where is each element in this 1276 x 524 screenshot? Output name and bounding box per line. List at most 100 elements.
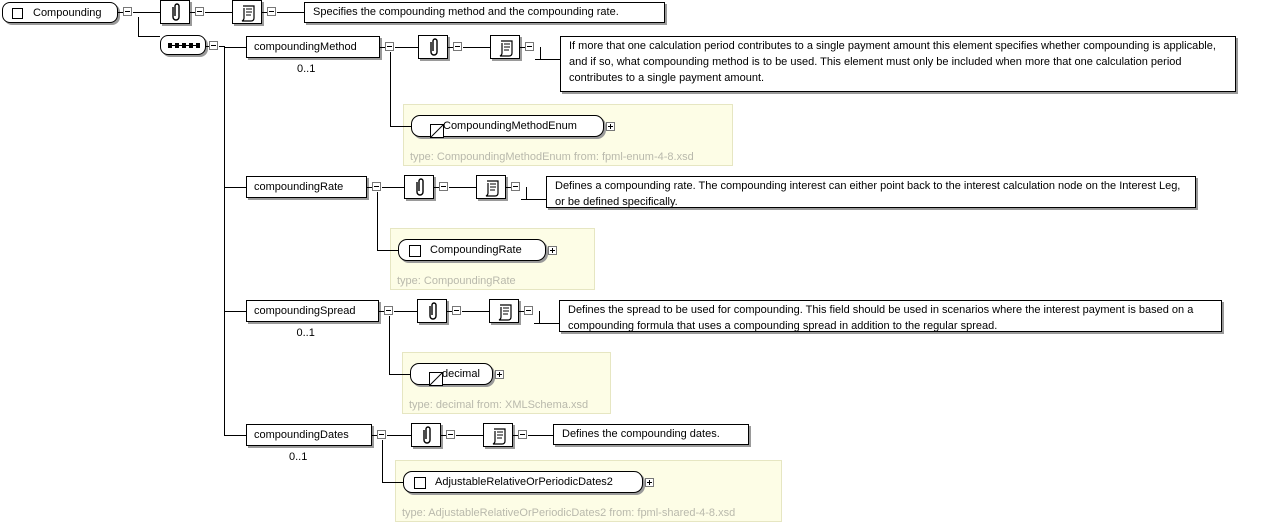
connector-line — [535, 59, 560, 60]
collapse-button[interactable] — [372, 182, 381, 191]
connector-line — [224, 46, 225, 436]
collapse-button[interactable] — [384, 306, 393, 315]
connector-line — [389, 374, 410, 375]
documentation-text: Defines a compounding rate. The compound… — [546, 176, 1196, 208]
element-compoundingRate[interactable]: compoundingRate — [246, 176, 367, 198]
element-compoundingMethod[interactable]: compoundingMethod — [246, 36, 380, 58]
connector-line — [506, 187, 511, 188]
type-reference-decimal[interactable]: decimal — [410, 363, 493, 386]
complex-type-icon — [414, 477, 426, 489]
type-reference-AdjustableRelativeOrPeriodicDates2[interactable]: AdjustableRelativeOrPeriodicDates2 — [403, 471, 643, 493]
element-compoundingSpread[interactable]: compoundingSpread — [246, 300, 379, 322]
paperclip-icon[interactable] — [411, 423, 441, 447]
connector-line — [224, 311, 246, 312]
paperclip-icon[interactable] — [417, 299, 447, 323]
connector-line — [520, 47, 525, 48]
documentation-text: If more that one calculation period cont… — [560, 36, 1236, 92]
occurrence-label: 0..1 — [296, 327, 315, 339]
collapse-button[interactable] — [525, 42, 534, 51]
occurrence-label: 0..1 — [297, 63, 316, 75]
sequence-dots — [168, 43, 200, 48]
expand-button[interactable] — [606, 122, 615, 131]
connector-line — [224, 435, 246, 436]
scroll-icon[interactable] — [489, 299, 519, 323]
connector-line — [377, 250, 398, 251]
connector-line — [519, 311, 524, 312]
type-reference-label: CompoundingRate — [430, 244, 522, 256]
type-info-label: type: AdjustableRelativeOrPeriodicDates2… — [402, 507, 736, 519]
connector-line — [521, 199, 546, 200]
connector-line — [138, 36, 160, 37]
type-reference-CompoundingMethodEnum[interactable]: CompoundingMethodEnum — [411, 115, 604, 138]
connector-line — [372, 435, 377, 436]
connector-line — [526, 187, 527, 199]
connector-line — [463, 47, 490, 48]
connector-line — [390, 52, 391, 126]
collapse-button[interactable] — [385, 42, 394, 51]
connector-line — [367, 187, 372, 188]
type-reference-CompoundingRate[interactable]: CompoundingRate — [398, 239, 546, 261]
connector-line — [447, 311, 452, 312]
scroll-icon[interactable] — [476, 175, 506, 199]
connector-line — [394, 311, 417, 312]
connector-line — [262, 12, 267, 13]
connector-line — [456, 435, 483, 436]
connector-line — [534, 323, 559, 324]
connector-line — [540, 47, 541, 59]
paperclip-icon[interactable] — [160, 0, 190, 24]
complex-type-icon — [409, 245, 421, 257]
type-info-label: type: CompoundingMethodEnum from: fpml-e… — [410, 151, 694, 163]
connector-line — [379, 311, 384, 312]
connector-line — [539, 311, 540, 323]
expand-button[interactable] — [645, 478, 654, 487]
complex-type-icon — [12, 8, 23, 19]
element-label: compoundingRate — [254, 181, 344, 193]
collapse-button[interactable] — [267, 7, 276, 16]
collapse-button[interactable] — [195, 7, 204, 16]
occurrence-label: 0..1 — [289, 451, 308, 463]
connector-line — [434, 187, 439, 188]
connector-line — [448, 47, 453, 48]
collapse-button[interactable] — [446, 430, 455, 439]
scroll-icon[interactable] — [483, 423, 513, 447]
connector-line — [118, 12, 123, 13]
element-compoundingDates[interactable]: compoundingDates — [246, 424, 372, 446]
connector-line — [390, 126, 411, 127]
root-element-label: Compounding — [33, 7, 102, 19]
connector-line — [441, 435, 446, 436]
documentation-text: Defines the spread to be used for compou… — [559, 300, 1222, 332]
connector-line — [380, 47, 385, 48]
scroll-icon[interactable] — [232, 0, 262, 24]
collapse-button[interactable] — [453, 42, 462, 51]
connector-line — [206, 46, 209, 47]
connector-line — [224, 47, 246, 48]
type-info-label: type: decimal from: XMLSchema.xsd — [409, 399, 589, 411]
connector-line — [382, 482, 403, 483]
root-element-compounding[interactable]: Compounding — [2, 2, 118, 23]
element-label: compoundingSpread — [254, 305, 356, 317]
sequence-compositor-icon[interactable] — [160, 35, 206, 55]
type-info-label: type: CompoundingRate — [397, 275, 516, 287]
connector-line — [133, 12, 160, 13]
connector-line — [224, 187, 246, 188]
collapse-button[interactable] — [377, 430, 386, 439]
type-reference-label: CompoundingMethodEnum — [443, 120, 577, 132]
expand-button[interactable] — [495, 370, 504, 379]
paperclip-icon[interactable] — [418, 35, 448, 59]
collapse-button[interactable] — [511, 182, 520, 191]
connector-line — [449, 187, 476, 188]
connector-line — [387, 435, 411, 436]
collapse-button[interactable] — [524, 306, 533, 315]
collapse-button[interactable] — [209, 41, 218, 50]
collapse-button[interactable] — [452, 306, 461, 315]
collapse-button[interactable] — [123, 7, 132, 16]
connector-line — [205, 12, 232, 13]
collapse-button[interactable] — [439, 182, 448, 191]
connector-line — [382, 440, 383, 482]
expand-button[interactable] — [548, 246, 557, 255]
scroll-icon[interactable] — [490, 35, 520, 59]
connector-line — [277, 12, 304, 13]
paperclip-icon[interactable] — [404, 175, 434, 199]
collapse-button[interactable] — [518, 430, 527, 439]
